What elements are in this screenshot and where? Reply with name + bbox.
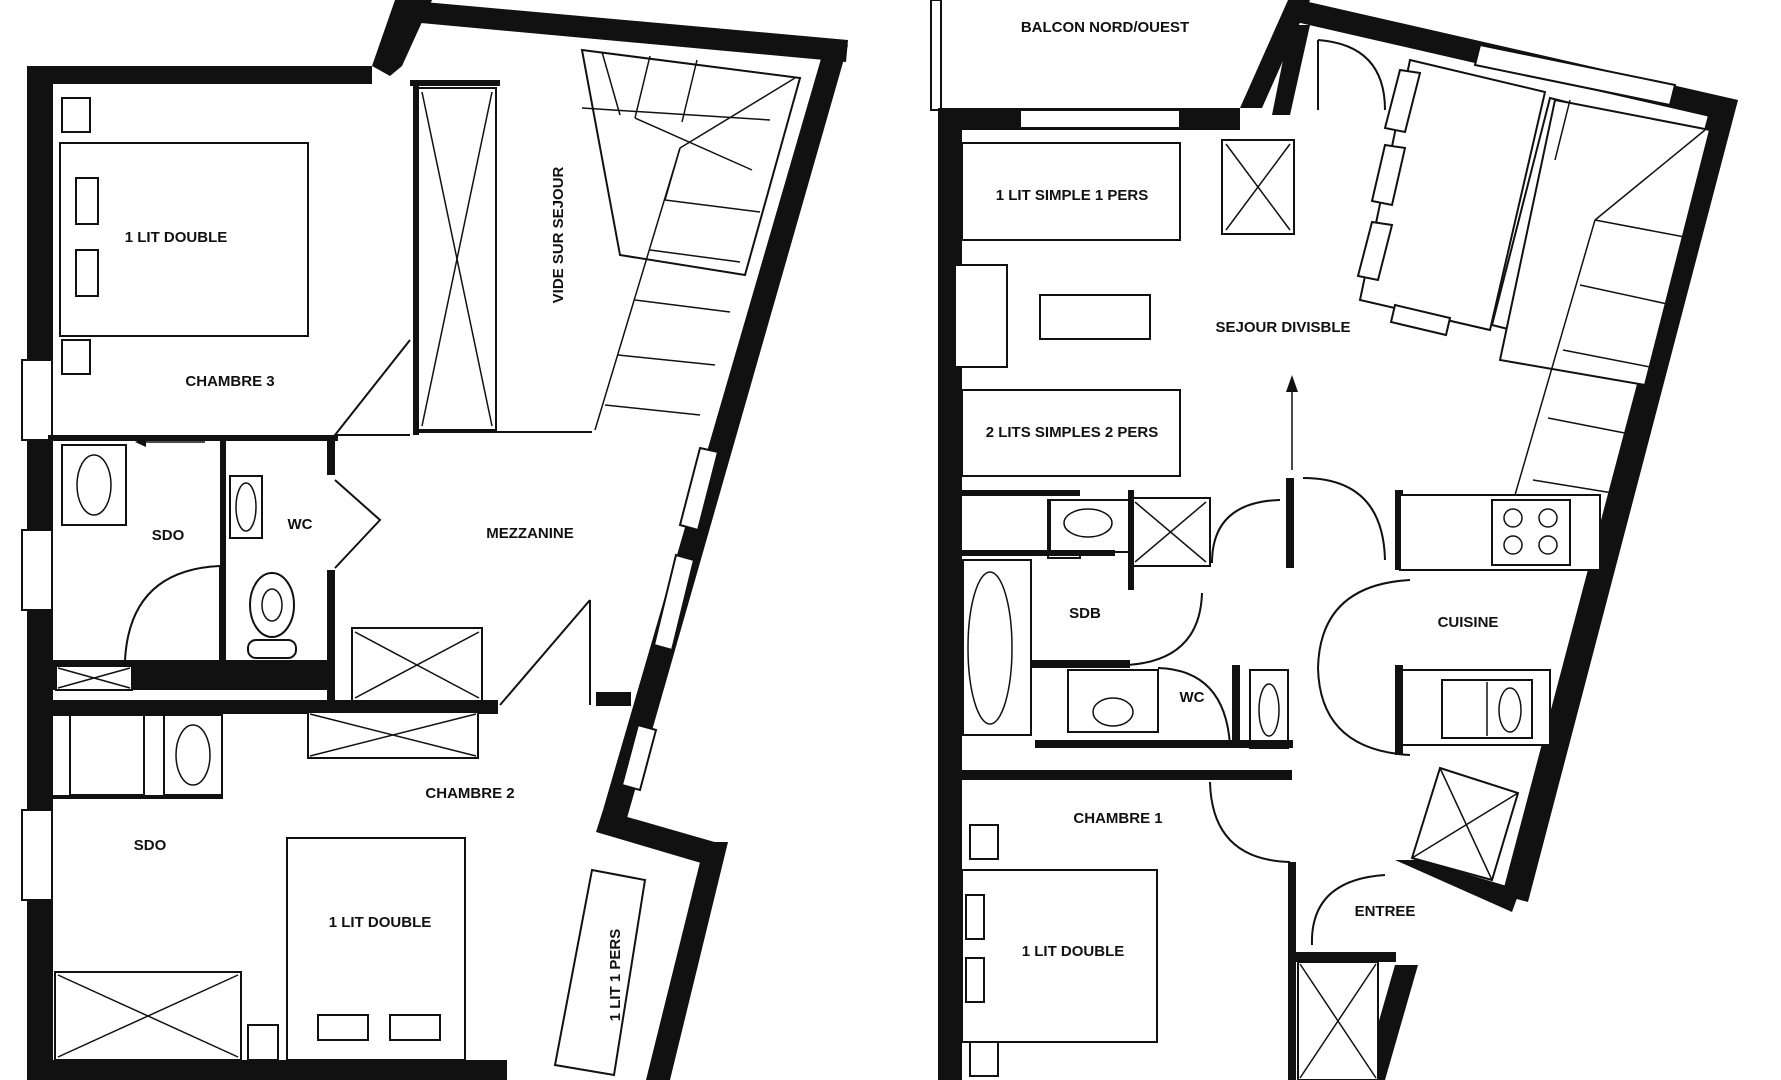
label-sdo-top: SDO — [152, 527, 185, 544]
door-balcony — [1317, 39, 1386, 111]
bed-chambre1 — [961, 869, 1158, 1043]
left-outer-wall-north — [27, 66, 372, 84]
wc-sink — [229, 475, 263, 539]
left-window-2 — [21, 529, 53, 611]
bed-chambre3 — [59, 142, 309, 337]
left-floor-plan: 1 LIT DOUBLE CHAMBRE 3 VIDE SUR SEJOUR — [21, 0, 848, 1080]
door-wc-right — [1157, 667, 1231, 746]
wall-sdo-top-north — [48, 435, 338, 441]
mezzanine-closet — [351, 627, 483, 703]
label-wc-left: WC — [288, 516, 313, 533]
bed-simple-1 — [961, 142, 1181, 241]
label-entree: ENTREE — [1355, 903, 1416, 920]
nightstand-4 — [969, 1041, 999, 1077]
label-lit-simple-1: 1 LIT SIMPLE 1 PERS — [996, 187, 1149, 204]
door-chambre2 — [499, 599, 591, 706]
label-balcon: BALCON NORD/OUEST — [1021, 19, 1189, 36]
left-outer-wall-south — [27, 1060, 507, 1080]
label-bed-chambre3: 1 LIT DOUBLE — [125, 229, 228, 246]
staircase-upper — [580, 48, 802, 431]
closet-x-2 — [421, 91, 493, 427]
right-outer-wall-west — [938, 108, 962, 1080]
wall-chambre1-north — [955, 770, 1292, 780]
door-cuisine — [1316, 579, 1411, 756]
cuisine-closet — [1410, 766, 1520, 882]
closet-top-wall — [410, 80, 500, 86]
label-lit-1-pers: 1 LIT 1 PERS — [607, 929, 624, 1022]
sejour-table-low — [1039, 294, 1151, 340]
right-floor-plan: BALCON NORD/OUEST 1 LIT SIMPLE 1 PERS SE… — [930, 0, 1738, 1080]
wall-chambre3-east — [413, 80, 419, 435]
door-sdo-top — [124, 565, 221, 661]
door-sdb — [1127, 592, 1203, 666]
pillow-2 — [75, 249, 99, 297]
right-outer-wall-east-jog — [1395, 860, 1520, 912]
nightstand-2 — [61, 339, 91, 375]
sdo-top-basin — [76, 454, 112, 516]
sdo-bottom-sink — [163, 714, 223, 796]
cooktop — [1491, 499, 1571, 566]
sdo-top-sink-unit — [61, 444, 127, 526]
sdb-sink — [1049, 499, 1131, 553]
door-entree — [1310, 874, 1386, 946]
beds-simples-2 — [961, 389, 1181, 477]
label-vide-sur-sejour: VIDE SUR SEJOUR — [550, 166, 567, 303]
left-outer-wall-east-lower — [646, 842, 728, 1080]
label-bed-chambre1: 1 LIT DOUBLE — [1022, 943, 1125, 960]
label-lits-simples-2: 2 LITS SIMPLES 2 PERS — [986, 424, 1159, 441]
label-sdo-bottom: SDO — [134, 837, 167, 854]
label-mezzanine: MEZZANINE — [486, 525, 574, 542]
door-wc-left — [334, 479, 382, 569]
left-outer-wall-north-slant — [402, 0, 848, 62]
left-window-east-3 — [620, 723, 658, 792]
right-outer-wall-east — [1502, 100, 1738, 902]
wall-chambre2-north-2 — [596, 692, 631, 706]
nightstand-3 — [969, 824, 999, 860]
left-window-east-2 — [652, 553, 696, 652]
left-window-3 — [21, 809, 53, 901]
wc-toilet-right — [1067, 669, 1159, 733]
sdb-bathtub — [962, 559, 1032, 736]
right-window-west — [1019, 109, 1181, 129]
wall-wc-east-2 — [327, 570, 335, 700]
pillow-1 — [75, 177, 99, 225]
sdo-bottom-shower — [69, 714, 145, 796]
door-chambre1 — [1209, 781, 1291, 863]
label-sejour: SEJOUR DIVISBLE — [1215, 319, 1350, 336]
left-window-1 — [21, 359, 53, 441]
label-chambre2: CHAMBRE 2 — [425, 785, 514, 802]
left-window-east-1 — [678, 446, 720, 532]
bed-1-lit-1-pers — [553, 868, 647, 1077]
closet-chambre3 — [417, 87, 497, 431]
label-chambre1: CHAMBRE 1 — [1073, 810, 1162, 827]
wc-sink-right — [1249, 669, 1289, 749]
wc-toilet-left — [249, 572, 295, 638]
door-chambre3 — [332, 339, 411, 436]
door-sejour-right — [1302, 477, 1386, 561]
label-bed-chambre2: 1 LIT DOUBLE — [329, 914, 432, 931]
sejour-sofa — [954, 264, 1008, 368]
wall-sdb-north — [955, 490, 1080, 496]
door-sejour-left — [1211, 499, 1281, 564]
label-wc-right: WC — [1180, 689, 1205, 706]
right-window-north — [1473, 43, 1677, 107]
staircase-lower — [1498, 98, 1712, 496]
wall-sdo-wc — [220, 435, 226, 660]
label-cuisine: CUISINE — [1438, 614, 1499, 631]
wall-wc-east-1 — [327, 435, 335, 475]
left-outer-wall-east-jog — [596, 810, 725, 868]
balcony-rail — [930, 0, 942, 111]
nightstand-1 — [61, 97, 91, 133]
label-sdb: SDB — [1069, 605, 1101, 622]
label-chambre3: CHAMBRE 3 — [185, 373, 274, 390]
